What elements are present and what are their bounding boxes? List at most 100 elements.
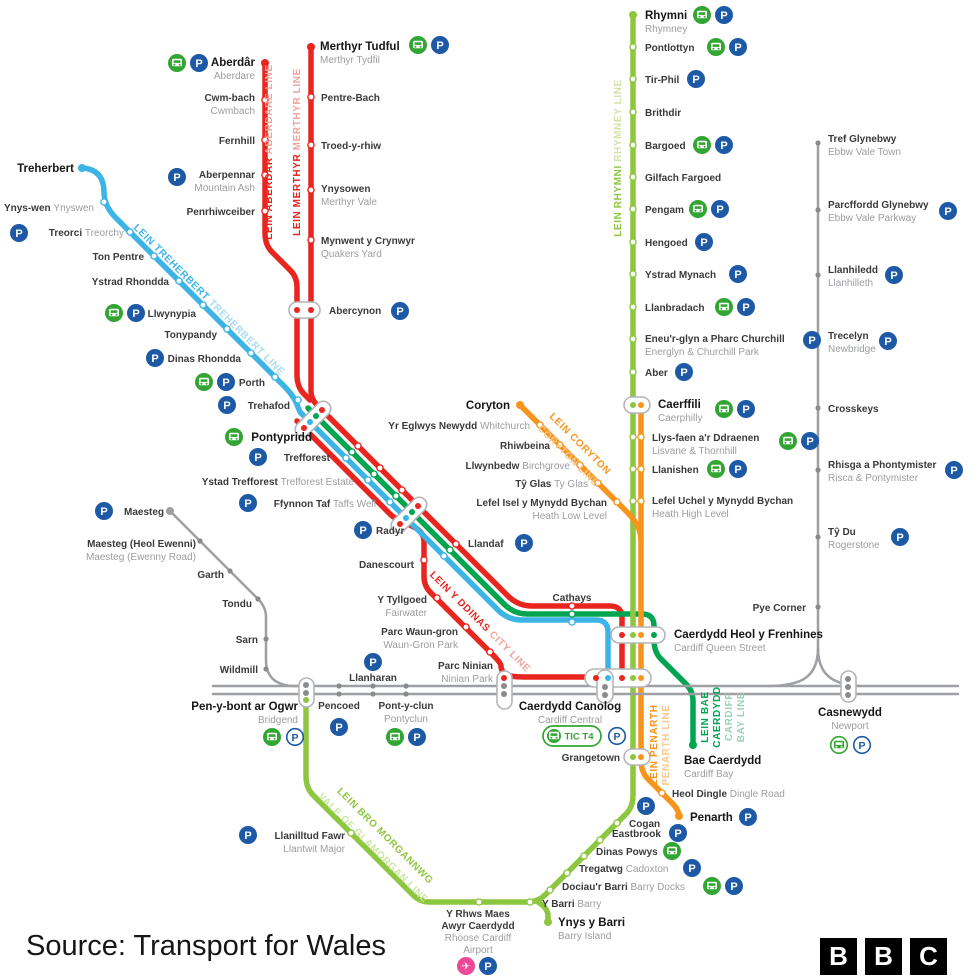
station-tick — [815, 604, 821, 610]
station-label: Ffynnon Taf Taffs Well — [274, 499, 376, 510]
parking-icon: P — [431, 36, 449, 54]
parking-icon: P — [939, 202, 957, 220]
station-dot — [398, 486, 406, 494]
svg-text:P: P — [222, 377, 229, 389]
svg-text:P: P — [15, 228, 22, 240]
interchange-dot — [303, 690, 309, 696]
parking-icon: P — [10, 224, 28, 242]
station-pentre-bach: Pentre-Bach — [321, 93, 380, 104]
parking-icon: P — [249, 448, 267, 466]
station-label: Maesteg (Heol Ewenni) — [87, 539, 196, 550]
station-tick — [263, 636, 269, 642]
svg-text:P: P — [890, 270, 897, 282]
station-label: Rogerstone — [828, 540, 880, 551]
station-tick — [403, 683, 409, 689]
svg-text:P: P — [744, 812, 751, 824]
bus-icon — [707, 38, 725, 56]
station-label: Aber — [645, 368, 668, 379]
interchange-dot — [630, 402, 636, 408]
station-dot — [556, 441, 564, 449]
station-label: Caerdydd Heol y Frenhines — [674, 629, 823, 641]
station-dot — [307, 93, 315, 101]
station-dot — [629, 465, 637, 473]
station-label: Ninian Park — [441, 674, 494, 685]
svg-text:P: P — [151, 353, 158, 365]
station-label: Y Rhws Maes — [446, 909, 510, 920]
station-dot — [629, 75, 637, 83]
station-label: Pengam — [645, 205, 684, 216]
parking-icon: P — [190, 54, 208, 72]
station-maesteg-heol-ewenni: Maesteg (Heol Ewenni)Maesteg (Ewenny Roa… — [86, 539, 196, 563]
svg-text:P: P — [244, 830, 251, 842]
interchange-dot — [651, 632, 657, 638]
station-dot — [347, 829, 355, 837]
station-label: Bridgend — [258, 715, 298, 726]
parking-icon: P — [408, 728, 426, 746]
line-name-label: LEIN PENARTH — [649, 704, 660, 785]
terminus-dot — [629, 11, 637, 19]
station-yr-eglwys-newydd: Yr Eglwys Newydd Whitchurch — [388, 421, 530, 432]
station-wildmill: Wildmill — [220, 665, 258, 676]
station-label: Aberpennar — [199, 170, 255, 181]
parking-icon: P — [687, 70, 705, 88]
station-dot — [150, 252, 158, 260]
station-sarn: Sarn — [236, 635, 258, 646]
parking-icon: P — [218, 396, 236, 414]
station-dot — [536, 421, 544, 429]
station-label: Grangetown — [562, 753, 620, 764]
station-label: Bae Caerdydd — [684, 755, 761, 767]
interchange-pill — [623, 748, 651, 766]
station-dot — [546, 886, 554, 894]
svg-text:P: P — [132, 308, 139, 320]
interchange-dot — [301, 425, 307, 431]
parking-icon: P — [683, 859, 701, 877]
parking-icon: P — [801, 432, 819, 450]
station-dot — [629, 173, 637, 181]
station-dot — [420, 556, 428, 564]
interchange-dot — [593, 675, 599, 681]
station-dot — [629, 335, 637, 343]
station-tick — [336, 683, 342, 689]
station-dinas-powys: Dinas Powys — [596, 842, 681, 860]
station-dot — [261, 96, 269, 104]
terminus-dot — [78, 164, 86, 172]
station-label: Pen-y-bont ar Ogwr — [191, 701, 298, 713]
station-pye-corner: Pye Corner — [753, 603, 806, 614]
parking-icon: P — [146, 349, 164, 367]
station-label: Aberdare — [214, 71, 256, 82]
line-name-label: LEIN RHYMNI RHYMNEY LINE — [613, 79, 624, 237]
bus-icon — [225, 428, 243, 446]
station-tick — [815, 405, 821, 411]
station-dot — [354, 442, 362, 450]
parking-outline-icon: P — [285, 727, 305, 747]
parking-icon: P — [885, 266, 903, 284]
station-label: Ystrad Mynach — [645, 270, 716, 281]
parking-icon: P — [637, 797, 655, 815]
station-label: Parc Waun-gron — [381, 627, 458, 638]
svg-text:P: P — [742, 302, 749, 314]
line-name-label: CAERDYDD — [712, 686, 723, 747]
bus-icon — [715, 298, 733, 316]
interchange-dot — [638, 632, 644, 638]
svg-text:P: P — [688, 863, 695, 875]
station-dot — [307, 186, 315, 194]
interchange-dot — [638, 402, 644, 408]
station-tick — [815, 207, 821, 213]
parking-icon: P — [695, 233, 713, 251]
svg-text:P: P — [742, 404, 749, 416]
station-label: Rhoose Cardiff — [445, 933, 512, 944]
station-dot — [364, 476, 372, 484]
parking-icon: P — [364, 653, 382, 671]
station-label: Cogan — [629, 819, 660, 830]
bus-icon — [715, 400, 733, 418]
